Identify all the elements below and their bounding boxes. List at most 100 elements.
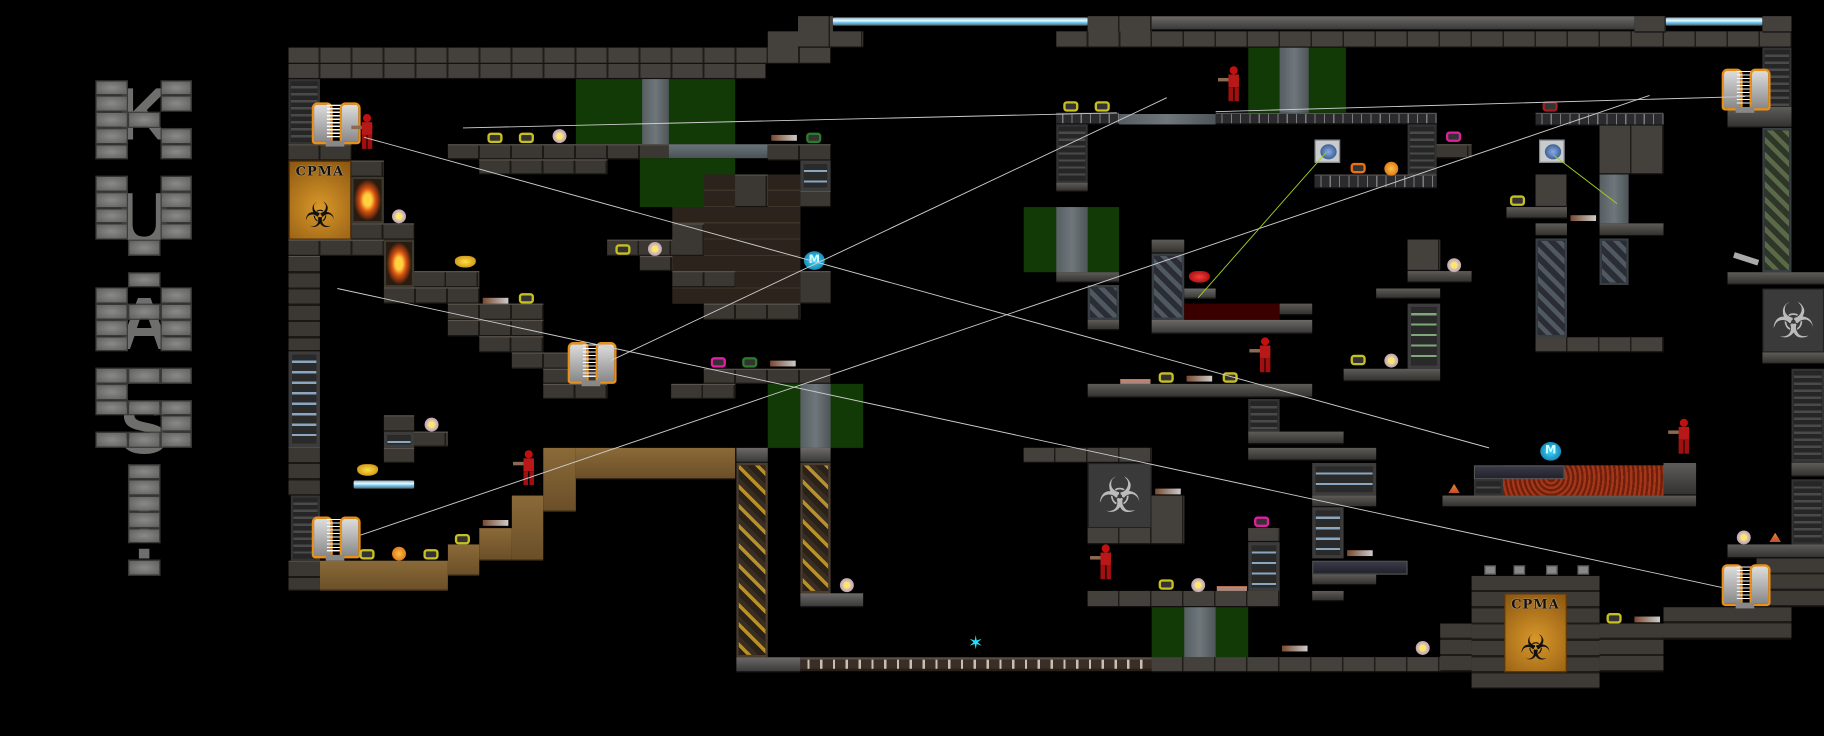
letter-block: [95, 207, 128, 224]
yellow-armor-icon: [487, 132, 503, 144]
ledge: [672, 271, 736, 288]
trajectory-line: [462, 112, 1117, 129]
letter-block: [159, 175, 192, 192]
ledge: [703, 303, 801, 320]
pillar-cap: [736, 447, 768, 463]
ledge: [800, 593, 864, 608]
jump-pad-icon: [1448, 483, 1460, 494]
blood-pool: [1184, 303, 1280, 320]
bolt: [1546, 565, 1558, 575]
floor: [736, 657, 801, 673]
ceiling-bricks: [1056, 31, 1792, 48]
jump-pad-icon: [1216, 586, 1248, 591]
ledge: [1791, 462, 1824, 477]
player-icon: [1249, 337, 1272, 373]
ceiling-strip: [1151, 16, 1635, 31]
ledge: [1312, 574, 1377, 586]
letter-block: [95, 303, 128, 320]
teleporter-target-icon: [1314, 139, 1341, 163]
ledge: [1506, 207, 1567, 219]
ledge: [767, 144, 831, 161]
biohazard-panel: ☣: [1762, 288, 1824, 353]
weapon-icon: [1347, 550, 1373, 557]
letter-block: [95, 127, 128, 144]
trajectory-line: [360, 94, 1650, 536]
dark-platform: [1473, 465, 1565, 480]
wall-vent: [1407, 124, 1437, 175]
letter-block: [127, 495, 160, 512]
orange-health-icon: [392, 546, 406, 561]
wall-vent: [1312, 462, 1377, 496]
letter-block: [159, 143, 192, 160]
letter-block: [159, 335, 192, 352]
player-icon: [1217, 66, 1241, 102]
aim-line: [1552, 154, 1618, 204]
letter-block: [95, 175, 128, 192]
bolt: [1484, 565, 1497, 575]
bolt: [1577, 565, 1590, 575]
yellow-armor-icon: [423, 549, 439, 560]
green-armor-icon: [806, 132, 822, 144]
wall-vent: [1248, 399, 1280, 432]
block: [1436, 144, 1472, 159]
block: [1248, 528, 1280, 543]
yellow-armor-icon: [1509, 195, 1526, 206]
metal-ledge: [1535, 112, 1664, 126]
teleporter-icon: [311, 514, 361, 561]
letter-block: [159, 79, 192, 96]
ceiling-light: [832, 17, 1088, 26]
teleporter-icon: [1721, 562, 1771, 609]
stone-pillar: [1599, 174, 1629, 224]
wall-vent: [1791, 368, 1824, 463]
yellow-armor-icon: [359, 549, 375, 560]
letter-block: [95, 367, 128, 384]
yellow-armor-icon: [1158, 579, 1174, 590]
ledge: [1056, 182, 1088, 192]
ledge: [1184, 288, 1216, 299]
left-wall: [288, 560, 320, 591]
cpma-logo-sign: CPMA ☣: [288, 160, 352, 240]
pillar-cap: [800, 447, 831, 463]
dirt-stair: [479, 528, 512, 561]
wall-vent: [1248, 542, 1280, 591]
letter-block: [159, 287, 192, 304]
block: [1535, 174, 1567, 208]
ledge: [671, 383, 736, 400]
ledge: [1087, 319, 1120, 331]
metal-ledge: [1314, 174, 1437, 189]
stone-pillar: [1279, 47, 1309, 113]
side-lettering-logo: KUAS!: [0, 0, 233, 605]
ledge: [414, 431, 448, 447]
stair: [447, 319, 544, 337]
letter-block: [95, 431, 128, 448]
megahealth-icon: M: [803, 251, 825, 270]
bricks: [1663, 607, 1792, 640]
dark-platform: [1312, 560, 1408, 575]
ledge: [1727, 544, 1824, 559]
letter-block: [95, 335, 128, 352]
ledge: [351, 160, 384, 177]
wall-vent: [1407, 303, 1441, 369]
biohazard-icon: ☣: [1771, 291, 1816, 349]
stone-pillar: [1056, 207, 1088, 273]
health-icon: [552, 129, 567, 144]
ledge: [1407, 271, 1472, 283]
wall-vent: [1473, 479, 1503, 496]
ledge: [1056, 272, 1120, 283]
ledge: [1312, 495, 1377, 508]
orange-armor-icon: [1350, 162, 1366, 174]
steel-pillar: [1087, 285, 1120, 320]
ledge: [1248, 447, 1377, 461]
biohazard-icon: ☣: [304, 195, 336, 237]
green-armor-icon: [742, 357, 758, 368]
wall-vent: [1056, 124, 1088, 183]
letter-block: [95, 79, 128, 96]
weapon-icon: [482, 519, 509, 526]
wall-lamp: [351, 176, 384, 224]
letter-block: [95, 383, 128, 400]
yellow-armor-icon: [518, 132, 534, 144]
floor-bricks: [1087, 590, 1280, 608]
ceiling-bricks: [288, 63, 766, 80]
letter-block: [159, 223, 192, 240]
